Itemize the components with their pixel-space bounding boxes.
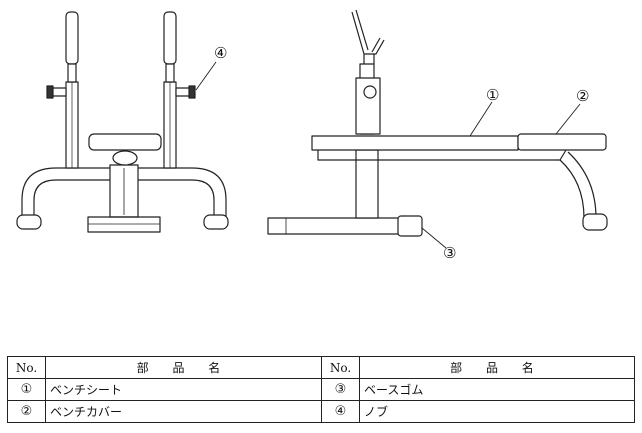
- row-1-name-left: ベンチシート: [45, 378, 322, 401]
- front-left-knob: [51, 87, 67, 97]
- bench-diagram: ④ ① ② ③: [16, 9, 608, 262]
- front-seat: [88, 133, 162, 151]
- side-base-bar: [267, 217, 421, 235]
- header-part-name-left: 部 品 名: [45, 356, 322, 379]
- table-header-row: No. 部 品 名 No. 部 品 名: [7, 356, 635, 379]
- side-bench-cover: [517, 133, 607, 151]
- row-1-no-right: ③: [321, 378, 360, 401]
- header-part-name-right: 部 品 名: [359, 356, 635, 379]
- row-2-no-left: ②: [7, 400, 46, 423]
- side-top-holder: [351, 9, 385, 55]
- side-under-frame: [317, 149, 567, 161]
- front-view: [16, 11, 229, 233]
- row-2-name-right: ノブ: [359, 400, 635, 423]
- row-2-name-left: ベンチカバー: [45, 400, 322, 423]
- row-2-no-right: ④: [321, 400, 360, 423]
- front-right-knob: [175, 87, 191, 97]
- callout-2-leader: [555, 103, 581, 135]
- side-rear-leg: [559, 151, 597, 219]
- table-row: ① ベンチシート ③ ベースゴム: [7, 378, 635, 401]
- header-no-left: No.: [7, 356, 46, 379]
- side-bench-seat: [311, 135, 519, 151]
- table-row: ② ベンチカバー ④ ノブ: [7, 400, 635, 423]
- callout-3-leader: [421, 227, 447, 249]
- front-left-grip: [65, 11, 79, 65]
- front-right-grip: [163, 11, 177, 65]
- front-seat-mount: [112, 150, 138, 166]
- side-rear-foot: [582, 213, 608, 231]
- callout-2-label: ②: [576, 87, 589, 105]
- callout-4-label: ④: [214, 44, 227, 62]
- row-1-name-right: ベースゴム: [359, 378, 635, 401]
- callout-3-label: ③: [443, 244, 456, 262]
- callout-1-label: ①: [486, 86, 499, 104]
- side-post-knob: [363, 85, 377, 99]
- side-base-rubber: [397, 215, 423, 237]
- parts-table: No. 部 品 名 No. 部 品 名 ① ベンチシート ③ ベースゴム ② ベ…: [7, 356, 635, 423]
- callout-1-leader: [469, 101, 493, 137]
- front-left-foot: [16, 214, 42, 230]
- front-right-foot: [203, 214, 229, 230]
- header-no-right: No.: [321, 356, 360, 379]
- row-1-no-left: ①: [7, 378, 46, 401]
- front-center-base: [87, 216, 161, 233]
- callout-4-leader: [195, 61, 217, 91]
- side-view: [267, 9, 608, 249]
